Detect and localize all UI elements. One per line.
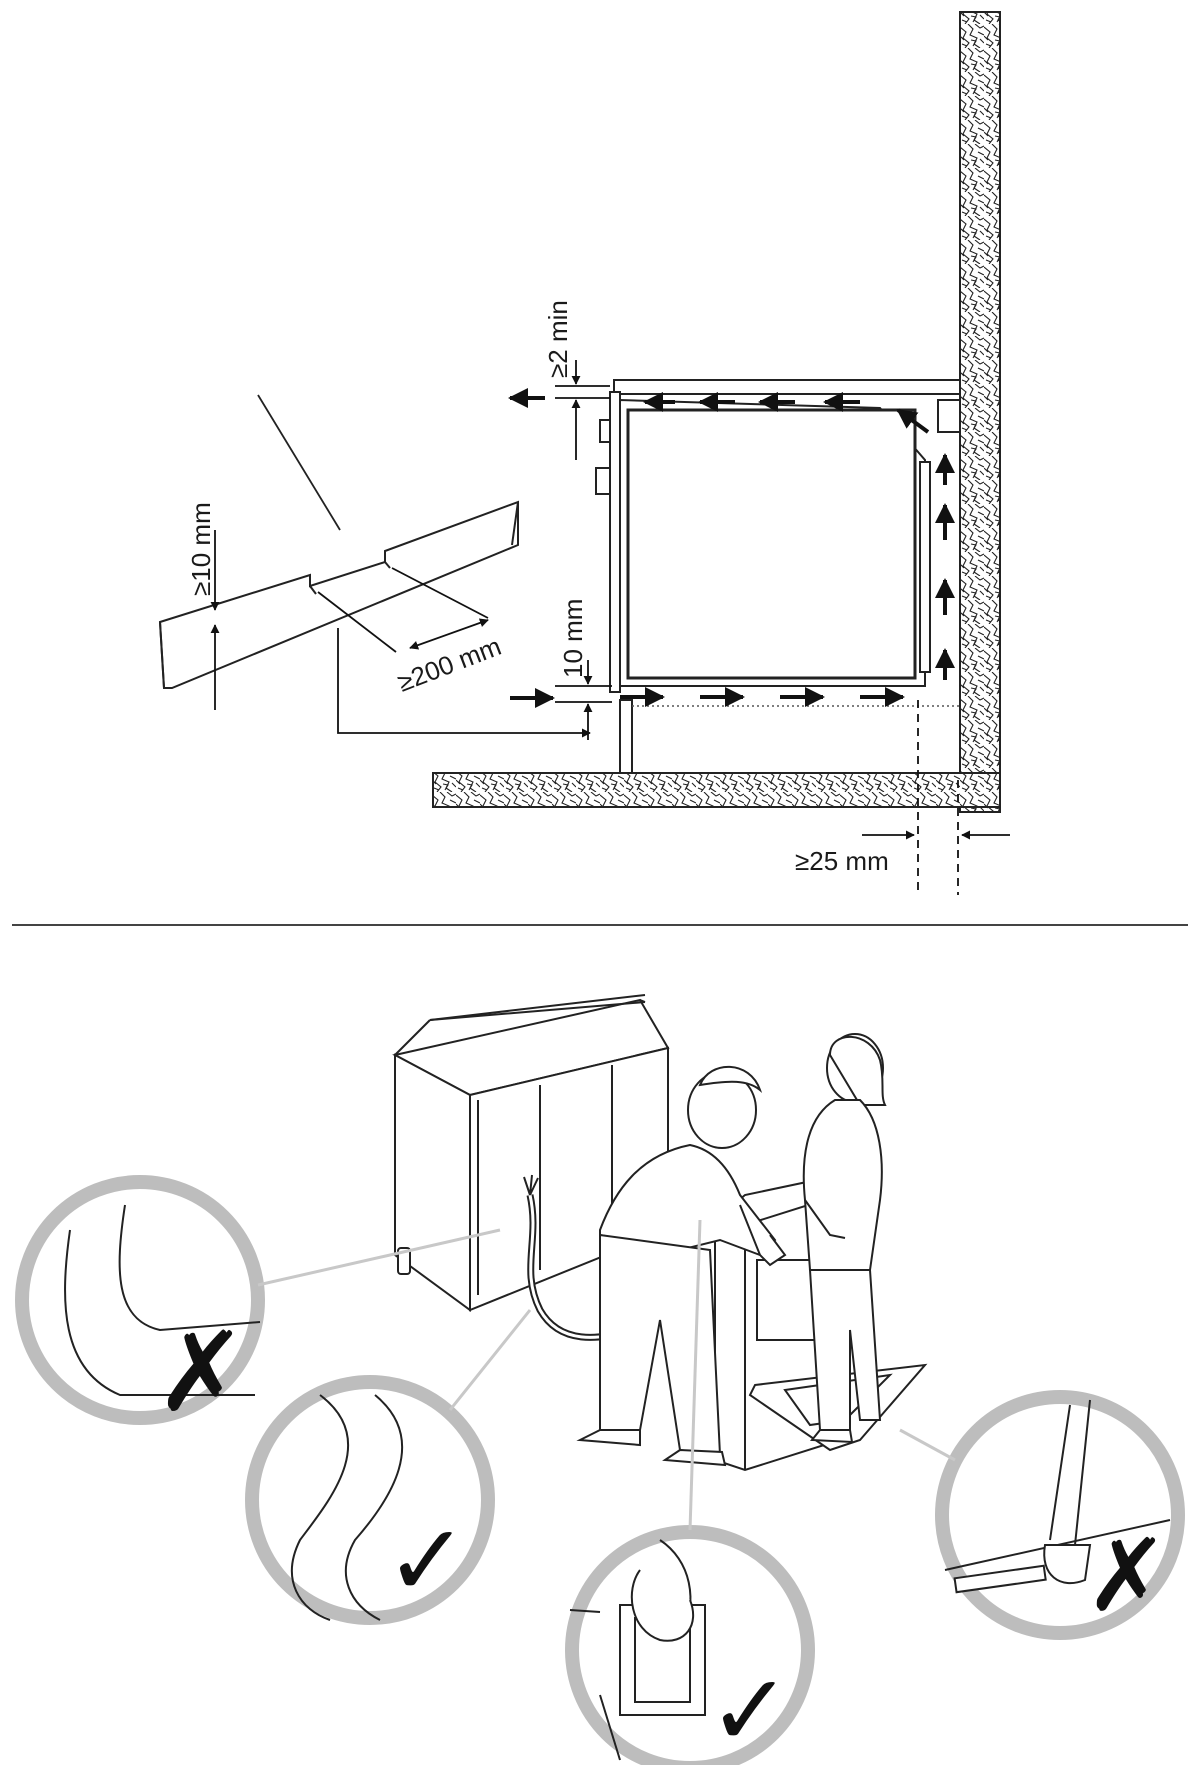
bottom-gap-dimension — [555, 660, 612, 740]
detail-circle-door-handle: ✗ — [935, 1390, 1185, 1640]
person-assisting — [802, 1033, 887, 1444]
cross-mark-icon: ✗ — [1085, 1517, 1169, 1634]
ventilation-clearance-diagram: ≥2 min 10 mm ≥10 mm ≥200 mm — [158, 11, 1010, 895]
pointer-line — [899, 1428, 956, 1462]
floor — [432, 772, 1001, 808]
check-mark-icon: ✓ — [385, 1502, 469, 1619]
worktop — [613, 379, 961, 395]
pointer-line — [448, 1309, 532, 1411]
plinth-height-label: ≥10 mm — [186, 502, 216, 596]
oven-cross-section — [595, 391, 961, 774]
pointer-line — [257, 1228, 501, 1287]
detail-circle-sharp-bend: ✗ — [15, 1175, 265, 1436]
oven-control-knob — [595, 467, 611, 495]
handling-instructions-illustration: ✗ ✓ ✓ ✗ — [15, 994, 1185, 1765]
plinth-cutout-detail — [158, 394, 519, 689]
plinth-width-label: ≥200 mm — [393, 631, 505, 698]
detail-circle-side-grip: ✓ — [565, 1525, 815, 1765]
check-mark-icon: ✓ — [708, 1652, 792, 1765]
wall-gap-dimension — [862, 700, 1010, 895]
cabinet-leg — [619, 699, 633, 774]
top-gap-dimension — [508, 360, 610, 460]
wall-gap-label: ≥25 mm — [795, 846, 889, 876]
oven-control-knob — [599, 419, 611, 443]
wall — [959, 11, 1001, 813]
bottom-gap-label: 10 mm — [558, 599, 588, 678]
pointer-line — [688, 1219, 702, 1531]
plinth-width-dimension — [317, 567, 489, 653]
plinth-leader-line — [337, 628, 591, 738]
detail-circle-gentle-curve: ✓ — [245, 1375, 495, 1625]
airflow-arrow-icon — [643, 392, 930, 434]
airflow-arrow-icon — [510, 687, 905, 708]
top-gap-label: ≥2 min — [543, 300, 573, 378]
person-lifting-oven — [576, 1065, 787, 1467]
cross-mark-icon: ✗ — [155, 1308, 247, 1436]
